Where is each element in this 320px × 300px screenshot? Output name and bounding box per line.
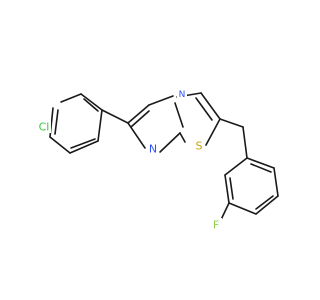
imidazole-ring [127,95,184,153]
bond [83,98,99,112]
bond [80,93,103,111]
bond [148,95,174,106]
bond [246,157,275,169]
bond [228,202,257,215]
bond [179,132,186,143]
bond [101,109,129,124]
bond [69,140,99,154]
bond [127,122,146,149]
bond [255,195,279,215]
bond [54,109,59,135]
bond [174,102,184,128]
bond [60,93,82,103]
atom-label-s: S [196,140,203,153]
bond [219,118,244,128]
atom-ring-nitrogen: N [147,142,159,156]
atom-chlorine: Cl [35,119,51,134]
bond [49,136,71,154]
atom-label-f: F [213,219,219,232]
bond [224,174,230,204]
bond [97,109,103,142]
bond [224,157,248,176]
atom-sulfur: S [193,139,205,153]
atom-label-cl: Cl [39,121,50,134]
bond [273,167,279,197]
fluorophenyl-ring [224,157,279,215]
bond [70,138,96,149]
molecule-drawing: Cl N N S F [35,89,279,232]
bond [242,126,248,159]
bond [200,92,221,120]
bond [195,97,213,121]
bond [229,177,234,200]
bond [159,132,181,153]
bond [130,110,150,128]
chlorophenyl-ring [49,93,103,154]
bond [250,163,272,173]
bond [205,118,221,146]
bond [127,104,150,124]
atom-bridge-nitrogen: N [177,89,187,101]
atom-label-n: N [149,143,157,156]
structure-canvas: Cl N N S F [35,89,279,232]
atom-fluorine: F [210,218,222,232]
bond [255,195,274,210]
atom-label-n: N [179,90,186,100]
